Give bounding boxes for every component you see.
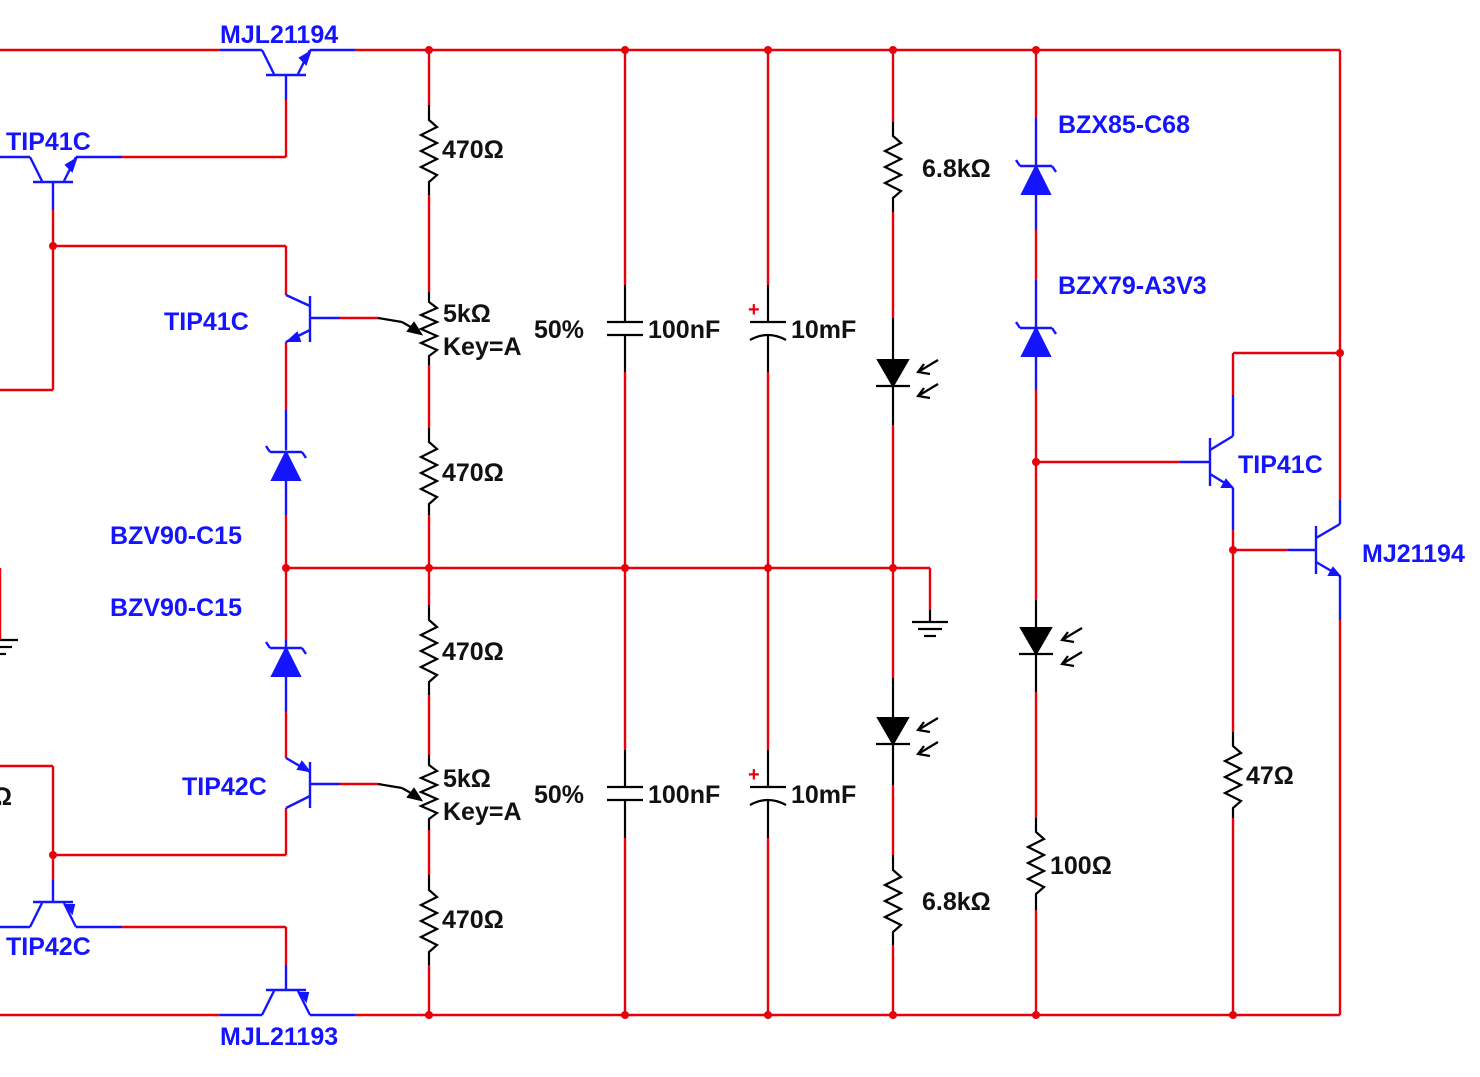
zener-bzv90-lower[interactable] bbox=[265, 640, 307, 712]
resistor-100[interactable] bbox=[1025, 818, 1047, 910]
label-cap-100nf-bottom: 100nF bbox=[648, 781, 720, 809]
junctions bbox=[49, 46, 1344, 1019]
zener-bzx79-a3v3[interactable] bbox=[1015, 280, 1057, 390]
label-bzv90-lower: BZV90-C15 bbox=[110, 594, 242, 622]
wires bbox=[0, 48, 1342, 1017]
led-regulator[interactable] bbox=[1019, 600, 1083, 692]
label-cap-10mf-bottom: 10mF bbox=[791, 781, 856, 809]
resistor-470-bottom2[interactable] bbox=[418, 875, 440, 965]
transistor-mjl21193[interactable] bbox=[220, 965, 355, 1017]
label-mjl21193: MJL21193 bbox=[220, 1023, 338, 1051]
label-tip42c-bottom: TIP42C bbox=[6, 933, 91, 961]
potentiometer-top[interactable] bbox=[377, 292, 440, 365]
label-bzx85-c68: BZX85-C68 bbox=[1058, 111, 1190, 139]
capacitor-10mf-bottom[interactable] bbox=[749, 750, 787, 838]
resistor-6k8-top[interactable] bbox=[882, 122, 904, 212]
resistor-6k8-bottom[interactable] bbox=[882, 855, 904, 945]
ground-symbol bbox=[912, 610, 948, 638]
resistor-47[interactable] bbox=[1222, 732, 1244, 818]
transistor-tip42c-pre[interactable] bbox=[285, 756, 340, 810]
label-r470-bottom1: 470Ω bbox=[442, 638, 504, 666]
label-r47: 47Ω bbox=[1246, 762, 1294, 790]
potentiometer-bottom[interactable] bbox=[377, 755, 440, 830]
label-r6k8-top: 6.8kΩ bbox=[922, 155, 991, 183]
label-plus-top: + bbox=[748, 299, 760, 321]
label-cap-100nf-top: 100nF bbox=[648, 316, 720, 344]
capacitor-100nf-bottom[interactable] bbox=[607, 750, 643, 838]
label-pot-bottom-value: 5kΩ bbox=[443, 765, 491, 793]
transistor-mjl21194[interactable] bbox=[220, 48, 355, 100]
label-left-edge-ohm: Ω bbox=[0, 783, 12, 811]
transistor-tip41c-pre[interactable] bbox=[285, 293, 340, 344]
label-plus-bottom: + bbox=[748, 764, 760, 786]
zener-bzx85-c68[interactable] bbox=[1015, 118, 1057, 230]
label-pot-top-percent: 50% bbox=[534, 316, 584, 344]
label-r470-top2: 470Ω bbox=[442, 459, 504, 487]
label-pot-top-value: 5kΩ bbox=[443, 300, 491, 328]
zener-bzv90-upper[interactable] bbox=[265, 410, 307, 515]
ground-symbol-left bbox=[0, 638, 18, 656]
led-bottom[interactable] bbox=[876, 678, 939, 785]
label-mj21194: MJ21194 bbox=[1362, 540, 1465, 568]
label-bzx79-a3v3: BZX79-A3V3 bbox=[1058, 272, 1207, 300]
label-r470-top1: 470Ω bbox=[442, 136, 504, 164]
label-mjl21194: MJL21194 bbox=[220, 21, 338, 49]
label-tip41c-top: TIP41C bbox=[6, 128, 91, 156]
transistor-tip41c-reg[interactable] bbox=[1180, 395, 1235, 530]
capacitor-10mf-top[interactable] bbox=[749, 285, 787, 372]
label-tip41c-reg: TIP41C bbox=[1238, 451, 1323, 479]
capacitor-100nf-top[interactable] bbox=[607, 285, 643, 372]
transistor-tip42c-bottom[interactable] bbox=[0, 880, 122, 929]
transistor-mj21194[interactable] bbox=[1288, 500, 1342, 620]
label-r470-bottom2: 470Ω bbox=[442, 906, 504, 934]
resistor-470-top1[interactable] bbox=[418, 105, 440, 195]
transistor-tip41c-top[interactable] bbox=[0, 155, 122, 210]
led-top[interactable] bbox=[876, 318, 939, 425]
label-bzv90-upper: BZV90-C15 bbox=[110, 522, 242, 550]
label-pot-bottom-key: Key=A bbox=[443, 798, 522, 826]
label-tip42c-pre: TIP42C bbox=[182, 773, 267, 801]
resistor-470-top2[interactable] bbox=[418, 428, 440, 515]
label-tip41c-pre: TIP41C bbox=[164, 308, 249, 336]
label-pot-bottom-percent: 50% bbox=[534, 781, 584, 809]
label-r6k8-bottom: 6.8kΩ bbox=[922, 888, 991, 916]
label-r100: 100Ω bbox=[1050, 852, 1112, 880]
label-pot-top-key: Key=A bbox=[443, 333, 522, 361]
label-cap-10mf-top: 10mF bbox=[791, 316, 856, 344]
resistor-470-bottom1[interactable] bbox=[418, 605, 440, 695]
